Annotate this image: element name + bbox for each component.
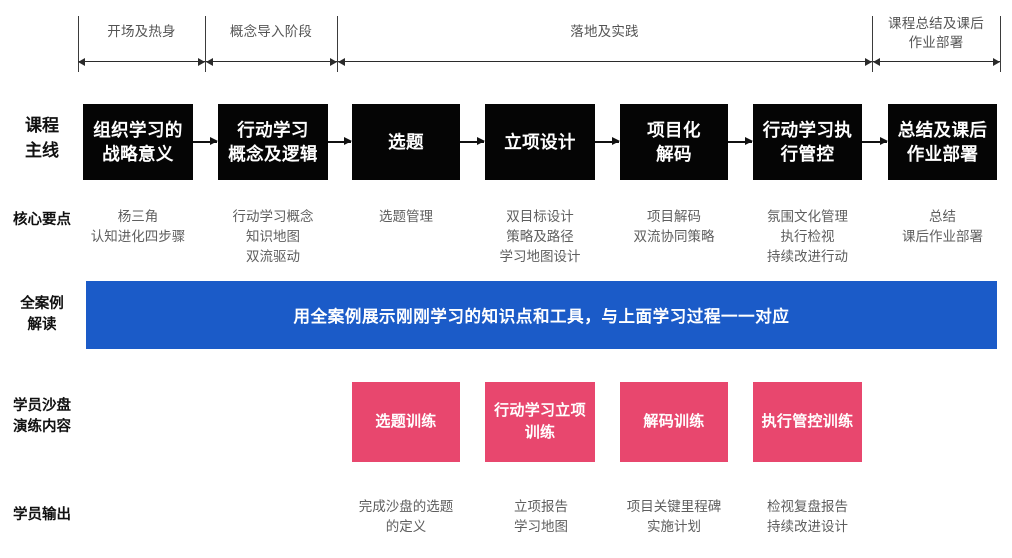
phase-arrow-summary bbox=[873, 57, 1000, 66]
process-arrow-4 bbox=[595, 138, 620, 145]
process-box-4[interactable]: 立项设计 bbox=[485, 104, 595, 180]
process-box-7[interactable]: 总结及课后 作业部署 bbox=[888, 104, 997, 180]
row-label-sandbox: 学员沙盘 演练内容 bbox=[13, 398, 71, 435]
phase-label-practice: 落地及实践 bbox=[570, 24, 639, 39]
phase-tick bbox=[1000, 16, 1001, 72]
row-label-keypoints: 核心要点 bbox=[13, 212, 71, 228]
phase-label-summary: 课程总结及课后 作业部署 bbox=[888, 16, 984, 50]
process-arrow-5 bbox=[728, 138, 753, 145]
phase-label-warmup: 开场及热身 bbox=[107, 24, 176, 39]
keypoints-col-3: 选题管理 bbox=[379, 209, 433, 224]
process-box-1[interactable]: 组织学习的 战略意义 bbox=[83, 104, 193, 180]
sandbox-box-6[interactable]: 执行管控训练 bbox=[753, 382, 862, 462]
phase-tick bbox=[337, 16, 338, 72]
keypoints-col-2: 行动学习概念 知识地图 双流驱动 bbox=[232, 209, 314, 264]
phase-tick bbox=[78, 16, 79, 72]
keypoints-col-6: 氛围文化管理 执行检视 持续改进行动 bbox=[767, 209, 848, 264]
process-box-3[interactable]: 选题 bbox=[352, 104, 460, 180]
output-col-3: 完成沙盘的选题 的定义 bbox=[358, 499, 454, 534]
process-arrow-2 bbox=[328, 138, 352, 145]
process-arrow-6 bbox=[862, 138, 888, 145]
phase-tick bbox=[872, 16, 873, 72]
row-label-output: 学员输出 bbox=[13, 507, 71, 523]
row-label-case: 全案例 解读 bbox=[20, 296, 64, 333]
process-box-5[interactable]: 项目化 解码 bbox=[620, 104, 728, 180]
sandbox-box-5[interactable]: 解码训练 bbox=[620, 382, 728, 462]
output-col-5: 项目关键里程碑 实施计划 bbox=[626, 499, 722, 534]
process-box-2[interactable]: 行动学习 概念及逻辑 bbox=[218, 104, 328, 180]
keypoints-col-1: 杨三角 认知进化四步骤 bbox=[90, 209, 186, 244]
keypoints-col-7: 总结 课后作业部署 bbox=[902, 209, 983, 244]
keypoints-col-5: 项目解码 双流协同策略 bbox=[633, 209, 715, 244]
output-col-6: 检视复盘报告 持续改进设计 bbox=[767, 499, 848, 534]
keypoints-col-4: 双目标设计 策略及路径 学习地图设计 bbox=[499, 209, 581, 264]
phase-tick bbox=[205, 16, 206, 72]
full-case-banner[interactable]: 用全案例展示刚刚学习的知识点和工具，与上面学习过程一一对应 bbox=[86, 281, 997, 349]
phase-arrow-practice bbox=[338, 57, 872, 66]
output-col-4: 立项报告 学习地图 bbox=[514, 499, 568, 534]
phase-arrow-warmup bbox=[78, 57, 205, 66]
phase-label-concept: 概念导入阶段 bbox=[229, 24, 313, 39]
process-box-6[interactable]: 行动学习执 行管控 bbox=[753, 104, 862, 180]
row-label-mainline: 课程 主线 bbox=[25, 116, 59, 160]
process-arrow-3 bbox=[460, 138, 485, 145]
process-arrow-1 bbox=[193, 138, 218, 145]
sandbox-box-3[interactable]: 选题训练 bbox=[352, 382, 460, 462]
sandbox-box-4[interactable]: 行动学习立项 训练 bbox=[485, 382, 595, 462]
phase-arrow-concept bbox=[206, 57, 337, 66]
